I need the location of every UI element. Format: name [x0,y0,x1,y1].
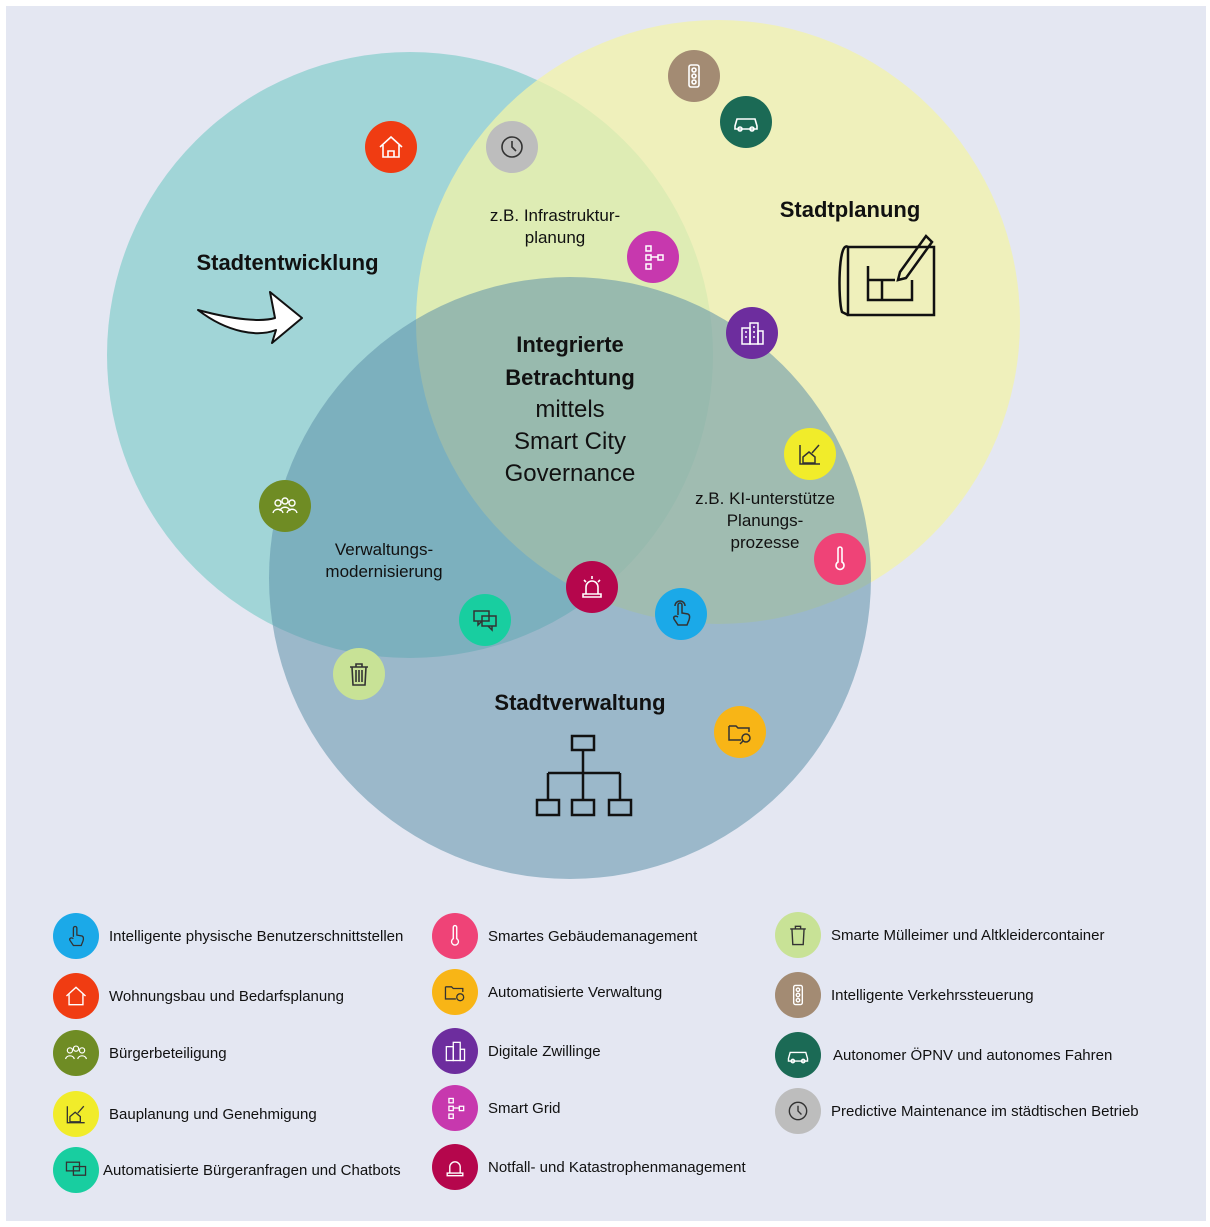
grid-icon [432,1085,478,1131]
center-label: Integrierte Betrachtung mittels Smart Ci… [480,328,660,490]
traffic-light-icon [668,50,720,102]
legend-label: Intelligente physische Benutzerschnittst… [109,927,404,945]
title-stadtverwaltung: Stadtverwaltung [494,690,666,715]
folder-search-icon [714,706,766,758]
chat-icon [53,1147,99,1193]
traffic-light-icon [775,972,821,1018]
center-line-2: Betrachtung [505,365,635,390]
grid-icon [627,231,679,283]
legend-item: Intelligente Verkehrssteuerung [775,972,1034,1018]
legend-label: Digitale Zwillinge [488,1042,601,1060]
legend-label: Smart Grid [488,1099,561,1117]
legend-item: Smartes Gebäudemanagement [432,913,697,959]
org-chart-icon [535,734,633,817]
legend-item: Automatisierte Bürgeranfragen und Chatbo… [53,1147,401,1193]
center-line-5: Governance [504,460,636,487]
center-line-4: Smart City [513,428,626,455]
legend-label: Predictive Maintenance im städtischen Be… [831,1102,1139,1120]
legend-label: Bauplanung und Genehmigung [109,1105,317,1123]
people-icon [53,1030,99,1076]
touch-icon [53,913,99,959]
legend-label: Automatisierte Bürgeranfragen und Chatbo… [103,1161,401,1179]
legend-label: Smartes Gebäudemanagement [488,927,698,945]
legend-item: Notfall- und Katastrophenmanagement [432,1144,746,1190]
legend-item: Smart Grid [432,1085,561,1131]
legend-label: Wohnungsbau und Bedarfsplanung [109,987,344,1005]
folder-search-icon [432,969,478,1015]
legend-item: Smarte Mülleimer und Altkleidercontainer [775,912,1104,958]
center-line-3: mittels [535,396,605,423]
house-icon [365,121,417,173]
thermometer-icon [432,913,478,959]
buildings-icon [726,307,778,359]
blueprint-icon [838,234,936,317]
clock-icon [775,1088,821,1134]
clock-icon [486,121,538,173]
arrow-icon [197,291,303,344]
siren-icon [432,1144,478,1190]
chat-icon [459,594,511,646]
legend-item: Bauplanung und Genehmigung [53,1091,317,1137]
touch-icon [655,588,707,640]
trash-icon [333,648,385,700]
legend-label: Bürgerbeteiligung [109,1044,227,1062]
thermometer-icon [814,533,866,585]
title-stadtentwicklung: Stadtentwicklung [196,250,379,275]
legend-item: Bürgerbeteiligung [53,1030,227,1076]
legend-label: Intelligente Verkehrssteuerung [831,986,1034,1004]
car-icon [775,1032,821,1078]
legend-item: Automatisierte Verwaltung [432,969,662,1015]
house-chart-icon [53,1091,99,1137]
legend-item: Autonomer ÖPNV und autonomes Fahren [775,1032,1112,1078]
legend-label: Autonomer ÖPNV und autonomes Fahren [833,1046,1113,1064]
note-verwaltung: Verwaltungs- modernisierung [325,540,443,581]
buildings-icon [432,1028,478,1074]
legend-item: Predictive Maintenance im städtischen Be… [775,1088,1139,1134]
note-infrastruktur: z.B. Infrastruktur- planung [489,206,621,247]
house-icon [53,973,99,1019]
note-ki-planung: z.B. KI-unterstütze Planungs- prozesse [695,489,835,552]
center-line-1: Integrierte [516,332,624,357]
car-icon [720,96,772,148]
trash-icon [775,912,821,958]
people-icon [259,480,311,532]
legend-label: Notfall- und Katastrophenmanagement [488,1158,746,1176]
legend-item: Intelligente physische Benutzerschnittst… [53,913,403,959]
title-stadtplanung: Stadtplanung [779,197,921,222]
legend-label: Smarte Mülleimer und Altkleidercontainer [831,926,1105,944]
legend-label: Automatisierte Verwaltung [488,983,663,1001]
siren-icon [566,561,618,613]
house-chart-icon [784,428,836,480]
legend-item: Wohnungsbau und Bedarfsplanung [53,973,344,1019]
legend-item: Digitale Zwillinge [432,1028,601,1074]
